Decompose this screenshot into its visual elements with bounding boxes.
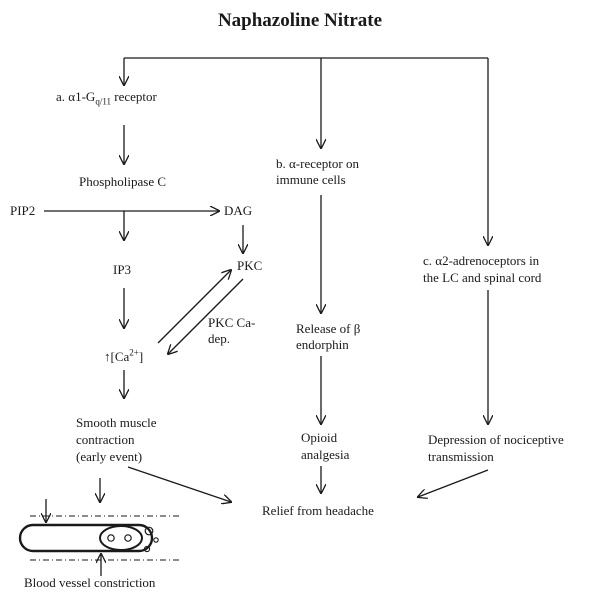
phospholipase-c-label: Phospholipase C bbox=[79, 174, 167, 189]
vessel-constriction-label: Blood vessel constriction bbox=[24, 575, 156, 590]
smooth-muscle-line-2: contraction bbox=[76, 432, 135, 447]
depression-line-2: transmission bbox=[428, 449, 494, 464]
receptor-b-line-2: immune cells bbox=[276, 172, 346, 187]
arrow-ca-to-pkc bbox=[157, 270, 231, 344]
opioid-line-1: Opioid bbox=[301, 430, 338, 445]
blood-vessel-icon bbox=[18, 499, 182, 576]
arrow-pkc-to-ca bbox=[168, 278, 244, 354]
receptor-c-line-2: the LC and spinal cord bbox=[423, 270, 542, 285]
receptor-a-subscript: q/11 bbox=[95, 96, 111, 107]
receptor-a-suffix: receptor bbox=[110, 89, 157, 104]
calcium-superscript: 2+ bbox=[129, 347, 139, 358]
pkc-label: PKC bbox=[237, 258, 263, 273]
receptor-a-label: a. α1-Gq/11 receptor bbox=[56, 89, 157, 107]
receptor-a-prefix: a. α1-G bbox=[56, 89, 96, 104]
release-line-2: endorphin bbox=[296, 337, 349, 352]
opioid-line-2: analgesia bbox=[301, 447, 350, 462]
dag-label: DAG bbox=[224, 203, 253, 218]
receptor-b-line-1: b. α-receptor on bbox=[276, 156, 359, 171]
receptor-c-line-1: c. α2-adrenoceptors in bbox=[423, 253, 540, 268]
relief-label: Relief from headache bbox=[262, 503, 374, 518]
depression-line-1: Depression of nociceptive bbox=[428, 432, 564, 447]
calcium-prefix: ↑[Ca bbox=[104, 349, 130, 364]
pkc-ca-dep-line-1: PKC Ca- bbox=[208, 315, 256, 330]
ip3-label: IP3 bbox=[113, 262, 132, 277]
smooth-muscle-line-3: (early event) bbox=[76, 449, 143, 464]
diagram-title: Naphazoline Nitrate bbox=[217, 10, 383, 31]
release-line-1: Release of β bbox=[296, 321, 361, 336]
arrow-depression-to-relief bbox=[418, 469, 489, 497]
calcium-suffix: ] bbox=[138, 349, 144, 364]
smooth-muscle-line-1: Smooth muscle bbox=[76, 415, 157, 430]
arrow-smooth-to-relief bbox=[127, 466, 231, 502]
calcium-label: ↑[Ca2+] bbox=[104, 347, 144, 365]
pip2-label: PIP2 bbox=[10, 203, 36, 218]
pkc-ca-dep-line-2: dep. bbox=[208, 331, 231, 346]
